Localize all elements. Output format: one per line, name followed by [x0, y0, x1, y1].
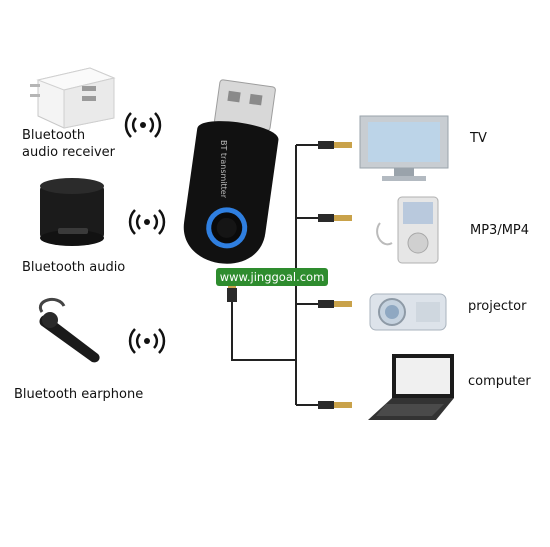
laptop-icon [368, 354, 454, 420]
label-bluetooth-audio-receiver: Bluetooth audio receiver [22, 128, 116, 160]
label-projector: projector [468, 299, 527, 314]
power-adapter-icon [30, 67, 116, 129]
earphone-icon [38, 297, 100, 363]
label-bluetooth-earphone: Bluetooth earphone [14, 387, 144, 402]
mp3-player-icon [376, 196, 439, 264]
watermark: www.jinggoal.com [216, 268, 328, 286]
label-mp3-mp4: MP3/MP4 [470, 223, 530, 238]
label-computer: computer [468, 374, 531, 389]
label-tv: TV [470, 131, 487, 146]
speaker-icon [40, 178, 104, 246]
wireless-signal-icon [124, 112, 162, 138]
usb-bluetooth-transmitter-icon [183, 79, 279, 264]
wireless-signal-icon [128, 209, 166, 235]
tv-icon [359, 115, 449, 181]
wireless-signal-icon [128, 328, 166, 354]
transmitter-label: BT transmitter [219, 140, 228, 198]
label-bluetooth-audio: Bluetooth audio [22, 260, 126, 275]
projector-icon [369, 293, 447, 331]
